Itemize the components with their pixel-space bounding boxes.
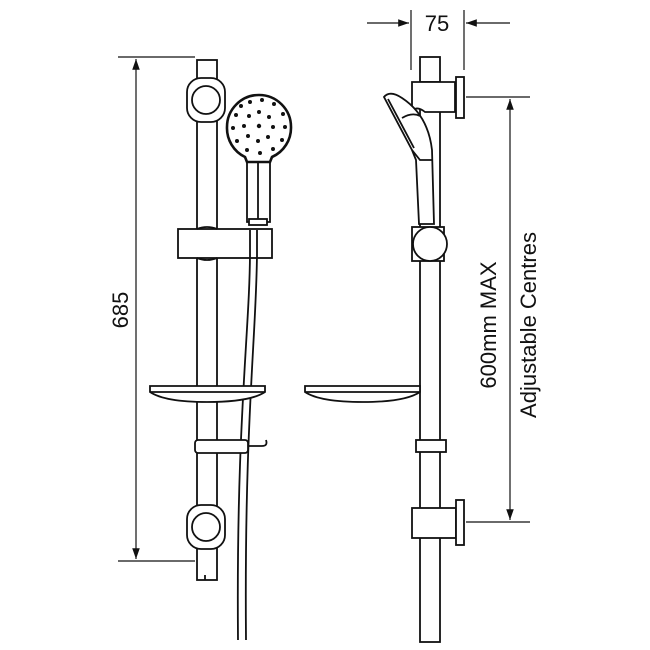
centres-label-adjustable: Adjustable Centres (516, 232, 541, 418)
side-bottom-wall-plate (455, 499, 465, 546)
hook (248, 439, 268, 447)
top-bracket-knob (191, 85, 221, 115)
spray-nozzles (231, 98, 287, 155)
side-top-wall-plate (455, 76, 465, 119)
side-handset-detail (387, 98, 432, 161)
front-view (149, 59, 293, 641)
height-label: 685 (108, 292, 133, 329)
side-top-bracket (411, 81, 456, 113)
slider-holder-detail (196, 226, 218, 261)
handset-head (225, 93, 293, 164)
rail (196, 59, 218, 581)
centres-dimension: 600mm MAX Adjustable Centres (466, 96, 541, 523)
side-slider-knob (412, 226, 448, 262)
hose-ring (194, 439, 249, 454)
side-rail-top (419, 56, 441, 83)
side-bottom-bracket (411, 507, 457, 539)
side-soap-dish (304, 385, 421, 403)
bottom-bracket-knob (191, 512, 221, 542)
hose-connector (248, 218, 268, 226)
projection-label: 75 (425, 11, 449, 36)
hose-through-holder (249, 230, 258, 258)
side-handset (382, 92, 435, 225)
centres-label-max: 600mm MAX (476, 261, 501, 388)
side-hose-ring (415, 439, 447, 453)
height-dimension: 685 (108, 56, 195, 562)
projection-dimension: 75 (367, 10, 510, 70)
side-view (304, 56, 465, 643)
soap-dish (149, 385, 266, 403)
